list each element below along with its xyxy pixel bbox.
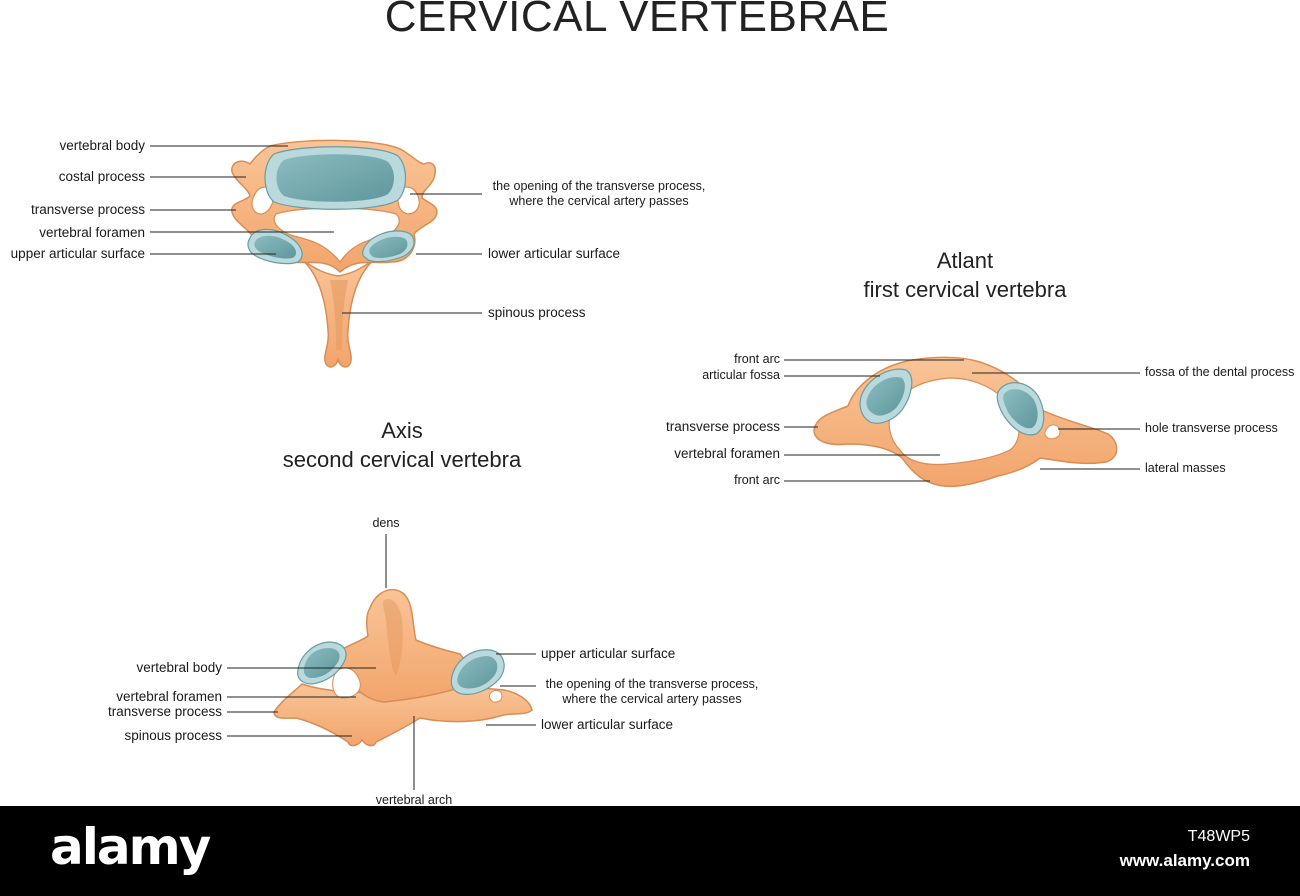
vertebrae-illustration (150, 139, 1140, 790)
label-axis-opening: the opening of the transverse process, w… (541, 677, 763, 707)
atlas-fossa-right-inner (1003, 389, 1038, 429)
axis-vertebra-drawing (273, 588, 533, 747)
label-typical-vertebral-body: vertebral body (59, 138, 145, 153)
typical-spine-shadow (330, 280, 348, 350)
page-title: CERVICAL VERTEBRAE (384, 0, 890, 41)
axis-transverse-hole (488, 689, 503, 703)
label-axis-upper-articular: upper articular surface (541, 646, 676, 661)
axis-title: Axis second cervical vertebra (252, 416, 552, 474)
typical-vertebra-drawing (231, 139, 438, 368)
typical-leader-lines (150, 145, 482, 314)
atlas-vertebra-drawing (813, 356, 1118, 488)
site-url: www.alamy.com (1119, 851, 1250, 870)
label-typical-spinous: spinous process (488, 305, 586, 320)
atlas-vertebral-foramen (888, 377, 1020, 466)
axis-title-line1: Axis (381, 418, 423, 443)
label-axis-opening-line2: where the cervical artery passes (562, 692, 742, 706)
axis-leader-lines (227, 534, 536, 790)
label-typical-costal-process: costal process (58, 169, 145, 184)
label-atlas-foramen: vertebral foramen (674, 446, 780, 461)
label-atlas-articular-fossa: articular fossa (702, 368, 780, 382)
label-atlas-front-arc-top: front arc (734, 352, 780, 366)
label-axis-spinous: spinous process (124, 728, 222, 743)
atlas-title-line2: first cervical vertebra (863, 277, 1067, 302)
label-atlas-fossa-dental: fossa of the dental process (1145, 365, 1295, 379)
typical-articular-left-inner (254, 235, 297, 259)
watermark-footer: alamy T48WP5 www.alamy.com (0, 806, 1300, 896)
axis-dens-shadow (383, 598, 403, 676)
label-axis-transverse: transverse process (107, 704, 222, 719)
label-axis-vertebral-body: vertebral body (136, 660, 222, 675)
axis-articular-left-inner (303, 648, 340, 678)
label-atlas-front-arc-bottom: front arc (734, 473, 780, 487)
label-axis-foramen: vertebral foramen (116, 689, 222, 704)
label-axis-lower-articular: lower articular surface (541, 717, 674, 732)
image-id: T48WP5 (1187, 828, 1250, 845)
brand-logo: alamy (50, 818, 211, 876)
axis-articular-right-inner (457, 656, 498, 689)
atlas-transverse-hole (1044, 424, 1061, 440)
axis-foramen (332, 667, 361, 699)
label-typical-lower-articular: lower articular surface (488, 246, 621, 261)
label-axis-opening-line1: the opening of the transverse process, (545, 677, 759, 691)
label-typical-opening-line1: the opening of the transverse process, (492, 179, 706, 193)
typical-articular-right-inner (369, 236, 408, 258)
label-atlas-transverse: transverse process (665, 419, 780, 434)
diagram-canvas: CERVICAL VERTEBRAE (10, 0, 1295, 807)
label-atlas-hole-transverse: hole transverse process (1145, 421, 1278, 435)
label-typical-vertebral-foramen: vertebral foramen (39, 225, 145, 240)
label-typical-opening: the opening of the transverse process, w… (488, 179, 710, 209)
atlas-title-line1: Atlant (936, 248, 994, 273)
atlas-title: Atlant first cervical vertebra (820, 246, 1110, 304)
label-typical-transverse-process: transverse process (30, 202, 145, 217)
label-axis-dens: dens (372, 516, 400, 530)
label-typical-opening-line2: where the cervical artery passes (509, 194, 689, 208)
label-atlas-lateral-masses: lateral masses (1145, 461, 1226, 475)
atlas-leader-lines (784, 359, 1140, 482)
typical-vertebral-body-surface (276, 154, 394, 202)
label-typical-upper-articular: upper articular surface (10, 246, 145, 261)
axis-title-line2: second cervical vertebra (282, 447, 522, 472)
label-axis-arch: vertebral arch (375, 793, 453, 807)
atlas-fossa-left-inner (866, 376, 905, 416)
